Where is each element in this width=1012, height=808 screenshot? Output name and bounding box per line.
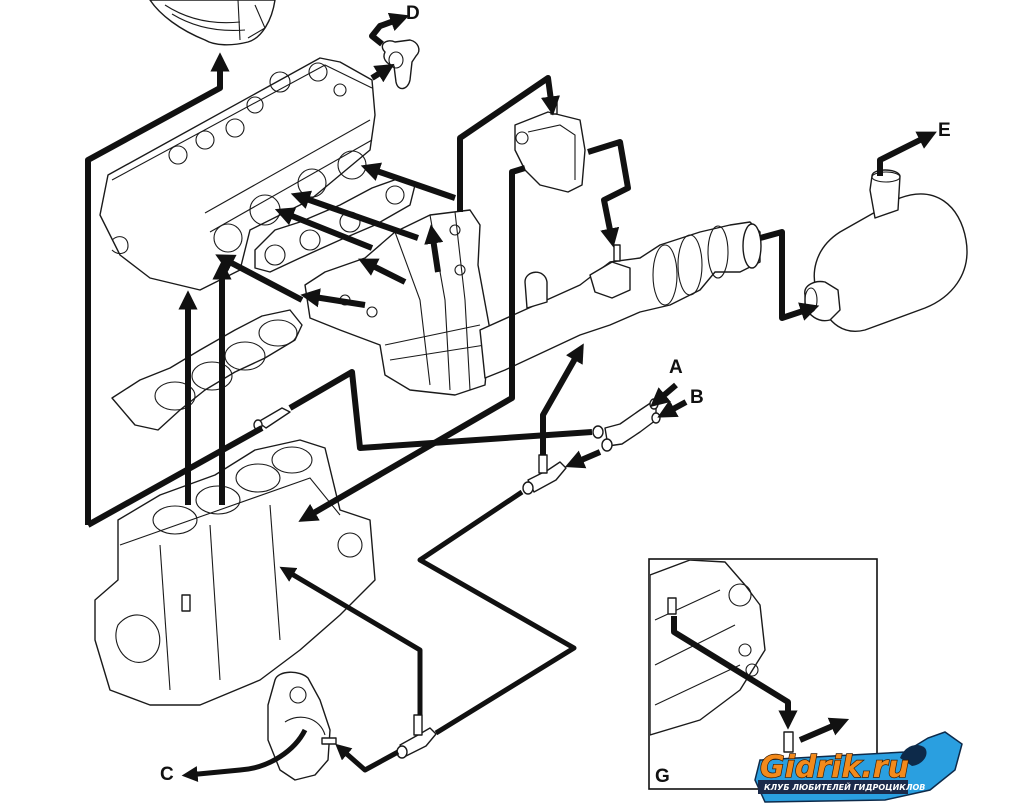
- hose-manifold-to-port-3: [290, 190, 419, 241]
- label-E: E: [938, 120, 951, 141]
- hose-manifold-inner-2: [358, 258, 407, 285]
- label-G: G: [655, 766, 670, 787]
- watermark-logo: Gidrik.ru КЛУБ ЛЮБИТЕЛЕЙ ГИДРОЦИКЛОВ: [754, 731, 963, 803]
- label-C: C: [160, 764, 174, 785]
- hose-lowerT-to-pump: [335, 743, 400, 773]
- hose-pump-to-C: [181, 728, 308, 783]
- hose-Y-to-T: [564, 449, 602, 469]
- cylinder-head: [99, 57, 376, 291]
- hose-valve-to-block: [298, 165, 526, 522]
- hose-manifold-inner-1: [300, 288, 366, 308]
- label-A: A: [669, 357, 683, 378]
- hose-valve-to-pipe: [587, 139, 631, 248]
- hose-head-to-thermostat: [370, 63, 395, 83]
- exhaust-pipe: [479, 221, 762, 379]
- exhaust-manifold-gaskets: [254, 177, 416, 273]
- hose-routing: [85, 12, 937, 783]
- hose-pipe-to-waterbox: [759, 229, 820, 321]
- hose-inflow-A: [650, 382, 678, 407]
- hose-thermostat-to-D: [369, 12, 410, 47]
- hose-block-to-supercharger: [85, 52, 230, 525]
- hose-block-to-lower-T: [279, 566, 423, 715]
- hose-manifold-to-valve: [457, 75, 560, 212]
- hose-waterbox-to-E: [877, 131, 937, 176]
- y-joint: [592, 398, 661, 452]
- hose-manifold-Z: [288, 369, 593, 451]
- hose-lowerT-to-upperT: [417, 489, 577, 736]
- hose-inflow-B: [657, 399, 688, 418]
- head-gasket: [111, 309, 303, 431]
- hose-T-to-pipe: [540, 343, 584, 455]
- label-B: B: [690, 387, 704, 408]
- hose-manifold-to-port-2: [274, 207, 374, 251]
- water-box: [804, 169, 968, 332]
- thermostat-housing: [381, 39, 420, 90]
- jetski-rider-icon: [900, 745, 927, 766]
- hose-manifold-to-port-1: [215, 254, 304, 303]
- hose-manifold-to-port-4: [360, 162, 456, 201]
- pressure-relief-valve: [514, 101, 586, 193]
- watermark-title: Gidrik.ru: [760, 750, 909, 785]
- watermark-subtitle-band: [758, 780, 908, 794]
- hose-manifold-inner-3: [424, 224, 444, 273]
- watermark-subtitle: КЛУБ ЛЮБИТЕЛЕЙ ГИДРОЦИКЛОВ: [764, 781, 925, 792]
- t-joint-lower: [396, 714, 437, 759]
- hose-block-loop-bottom: [86, 425, 264, 528]
- label-D: D: [406, 3, 420, 24]
- t-joint-upper: [522, 454, 567, 495]
- cylinder-block: [94, 439, 376, 706]
- oil-cooler-pump: [267, 671, 337, 781]
- inline-fitting: [253, 407, 291, 431]
- supercharger: [149, 0, 276, 46]
